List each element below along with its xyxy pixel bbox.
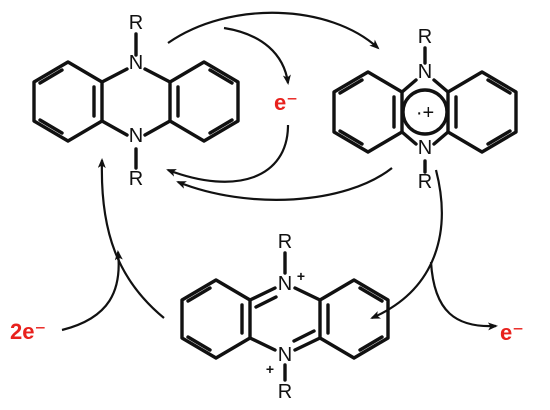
reduced-bottom-nitrogen: N	[129, 125, 143, 147]
electron-return-arrow	[166, 124, 290, 183]
reduced-left-ring	[32, 60, 104, 143]
radical-cation-bottom-substituent: R	[418, 171, 432, 193]
electron-label-left: 2e⁻	[10, 319, 46, 344]
dication-top-charge: +	[297, 268, 305, 284]
dication-top-nitrogen: N	[278, 273, 292, 295]
dication-bottom-nitrogen: N	[278, 344, 292, 366]
dication-bonds	[180, 251, 390, 382]
dication-left-ring	[180, 278, 252, 360]
reduced-top-substituent: R	[129, 12, 143, 34]
radical-cation-charge: ·+	[416, 102, 434, 124]
radical-cation-top-substituent: R	[418, 26, 432, 48]
dication-right-ring	[318, 278, 390, 360]
electron-release-arrow-bottom	[429, 261, 498, 331]
dication-top-substituent: R	[278, 231, 292, 253]
oxidation-arrow-right	[370, 169, 443, 320]
dication-bottom-charge: +	[266, 361, 274, 377]
reduced-bonds	[32, 32, 240, 170]
dication-molecule: N N + + R R	[180, 231, 390, 403]
reduction-arrow-middle	[176, 167, 393, 201]
reduced-right-ring	[168, 60, 240, 143]
reduced-bottom-substituent: R	[129, 168, 143, 190]
radical-cation-bonds	[332, 46, 518, 174]
radical-cation-left-ring	[332, 70, 404, 154]
reduced-top-nitrogen: N	[129, 52, 143, 74]
radical-cation-delocalization-circle	[401, 88, 449, 136]
electron-label-top: e⁻	[274, 90, 298, 115]
reaction-arrows	[61, 11, 498, 332]
electron-release-arrow-top	[223, 26, 291, 85]
oxidation-arrow-top	[167, 11, 380, 50]
radical-cation-right-ring	[446, 70, 518, 154]
radical-cation-top-nitrogen: N	[418, 61, 432, 83]
reduced-molecule: N N R R	[32, 12, 240, 190]
electron-label-bottom-right: e⁻	[500, 320, 524, 345]
radical-cation-molecule: N N R R ·+	[332, 26, 518, 193]
dication-bottom-substituent: R	[278, 381, 292, 403]
two-electron-input-arrow	[61, 250, 123, 332]
radical-cation-bottom-nitrogen: N	[418, 137, 432, 159]
